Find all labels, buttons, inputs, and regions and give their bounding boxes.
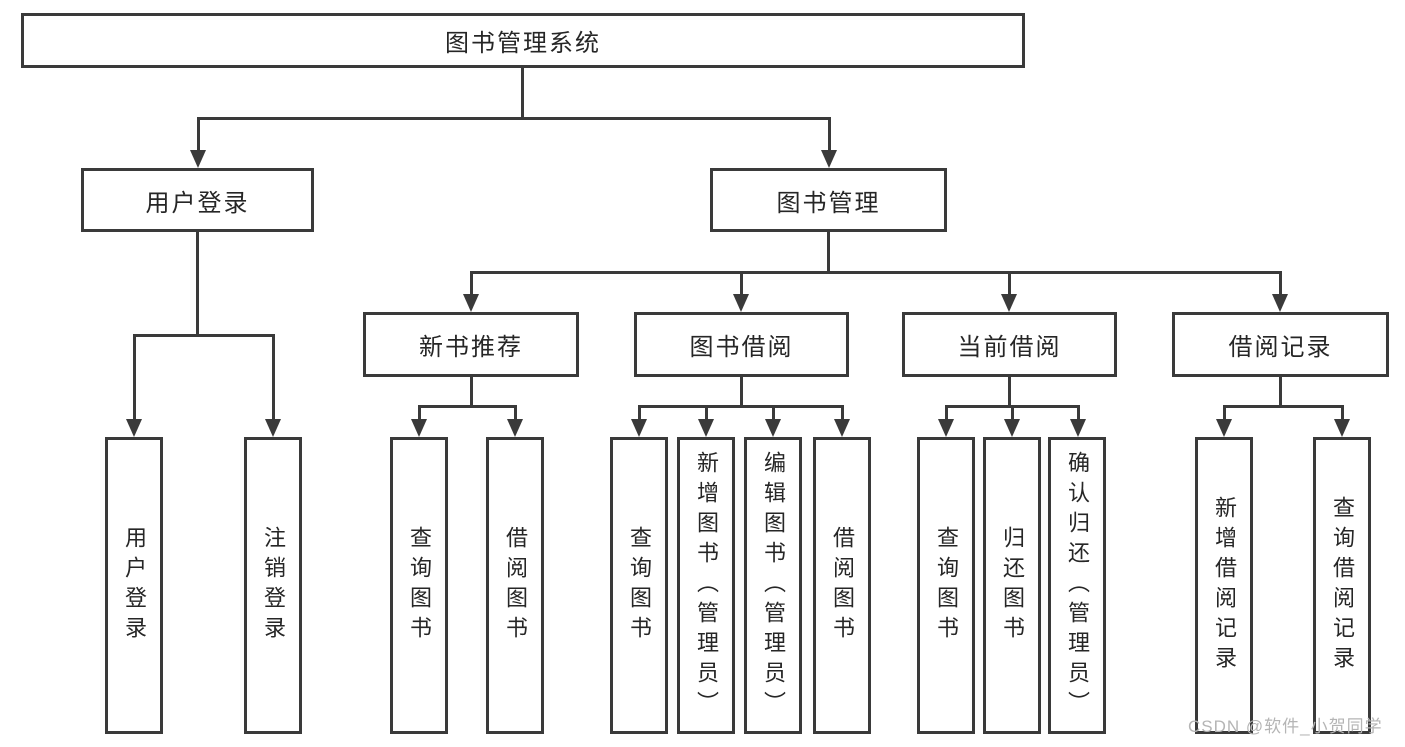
node-leaf-logout: 注销登录 [244,437,302,734]
node-leaf-query-books: 查询图书 [917,437,975,734]
node-library-management-system: 图书管理系统 [21,13,1025,68]
connector-line [470,377,473,408]
node-book-management: 图书管理 [710,168,947,232]
connector-line [470,274,473,296]
node-label: 图书借阅 [689,334,794,361]
node-leaf-return-books: 归还图书 [983,437,1041,734]
arrow-down-icon [1001,294,1017,312]
node-label: 图书管理系统 [445,30,601,57]
connector-line [827,232,830,274]
arrow-down-icon [938,419,954,437]
arrow-down-icon [411,419,427,437]
node-leaf-query-books: 查询图书 [610,437,668,734]
node-leaf-add-books-admin: 新增图书（管理员） [677,437,735,734]
node-label: 用户登录 [122,525,147,646]
arrow-down-icon [265,419,281,437]
node-label: 新书推荐 [419,334,523,361]
connector-line [945,405,1080,408]
node-leaf-borrow-books: 借阅图书 [813,437,871,734]
connector-line [1279,274,1282,296]
arrow-down-icon [507,419,523,437]
arrow-down-icon [821,150,837,168]
connector-line [197,120,200,152]
connector-line [418,405,517,408]
connector-line [841,408,844,422]
node-label: 查询图书 [627,525,652,646]
connector-line [1011,408,1014,422]
connector-line [740,377,743,408]
node-borrowing-records: 借阅记录 [1172,312,1389,377]
connector-line [1077,408,1080,422]
connector-line [418,408,421,422]
arrow-down-icon [1334,419,1350,437]
node-label: 查询借阅记录 [1330,495,1355,676]
arrow-down-icon [733,294,749,312]
connector-line [945,408,948,422]
node-label: 借阅图书 [503,525,528,646]
node-label: 查询图书 [934,525,959,646]
node-label: 新增借阅记录 [1212,495,1237,676]
arrow-down-icon [765,419,781,437]
arrow-down-icon [126,419,142,437]
node-label: 借阅图书 [830,525,855,646]
node-label: 图书管理 [776,189,881,217]
connector-line [1008,274,1011,296]
node-leaf-user-login: 用户登录 [105,437,163,734]
connector-line [638,405,844,408]
node-label: 用户登录 [145,189,250,217]
arrow-down-icon [1216,419,1232,437]
node-leaf-add-borrow-record: 新增借阅记录 [1195,437,1253,734]
connector-line [196,232,199,337]
arrow-down-icon [190,150,206,168]
node-current-borrowing: 当前借阅 [902,312,1117,377]
connector-line [705,408,708,422]
connector-line [470,271,1282,274]
node-label: 编辑图书（管理员） [761,450,786,721]
arrow-down-icon [1070,419,1086,437]
arrow-down-icon [631,419,647,437]
connector-line [1341,408,1344,422]
arrow-down-icon [834,419,850,437]
node-leaf-query-books: 查询图书 [390,437,448,734]
node-label: 查询图书 [407,525,432,646]
connector-line [828,120,831,152]
node-label: 确认归还（管理员） [1065,450,1090,721]
connector-line [1223,405,1344,408]
arrow-down-icon [1004,419,1020,437]
connector-line [772,408,775,422]
connector-line [1279,377,1282,408]
node-label: 新增图书（管理员） [694,450,719,721]
connector-line [638,408,641,422]
connector-line [133,337,136,421]
node-label: 归还图书 [1000,525,1025,646]
node-user-login-group: 用户登录 [81,168,314,232]
arrow-down-icon [698,419,714,437]
node-new-book-recommendation: 新书推荐 [363,312,579,377]
node-leaf-query-borrow-record: 查询借阅记录 [1313,437,1371,734]
node-leaf-borrow-books: 借阅图书 [486,437,544,734]
node-label: 当前借阅 [957,334,1062,361]
csdn-watermark: CSDN @软件_小贺同学 [1188,717,1383,736]
node-leaf-edit-books-admin: 编辑图书（管理员） [744,437,802,734]
node-book-borrowing: 图书借阅 [634,312,849,377]
node-label: 注销登录 [261,525,286,646]
connector-line [521,68,524,120]
connector-line [740,274,743,296]
connector-line [1008,377,1011,408]
node-label: 借阅记录 [1228,334,1333,361]
node-leaf-confirm-return-admin: 确认归还（管理员） [1048,437,1106,734]
connector-line [514,408,517,422]
connector-line [1223,408,1226,422]
connector-line [197,117,831,120]
connector-line [272,337,275,421]
connector-line [133,334,275,337]
arrow-down-icon [463,294,479,312]
arrow-down-icon [1272,294,1288,312]
